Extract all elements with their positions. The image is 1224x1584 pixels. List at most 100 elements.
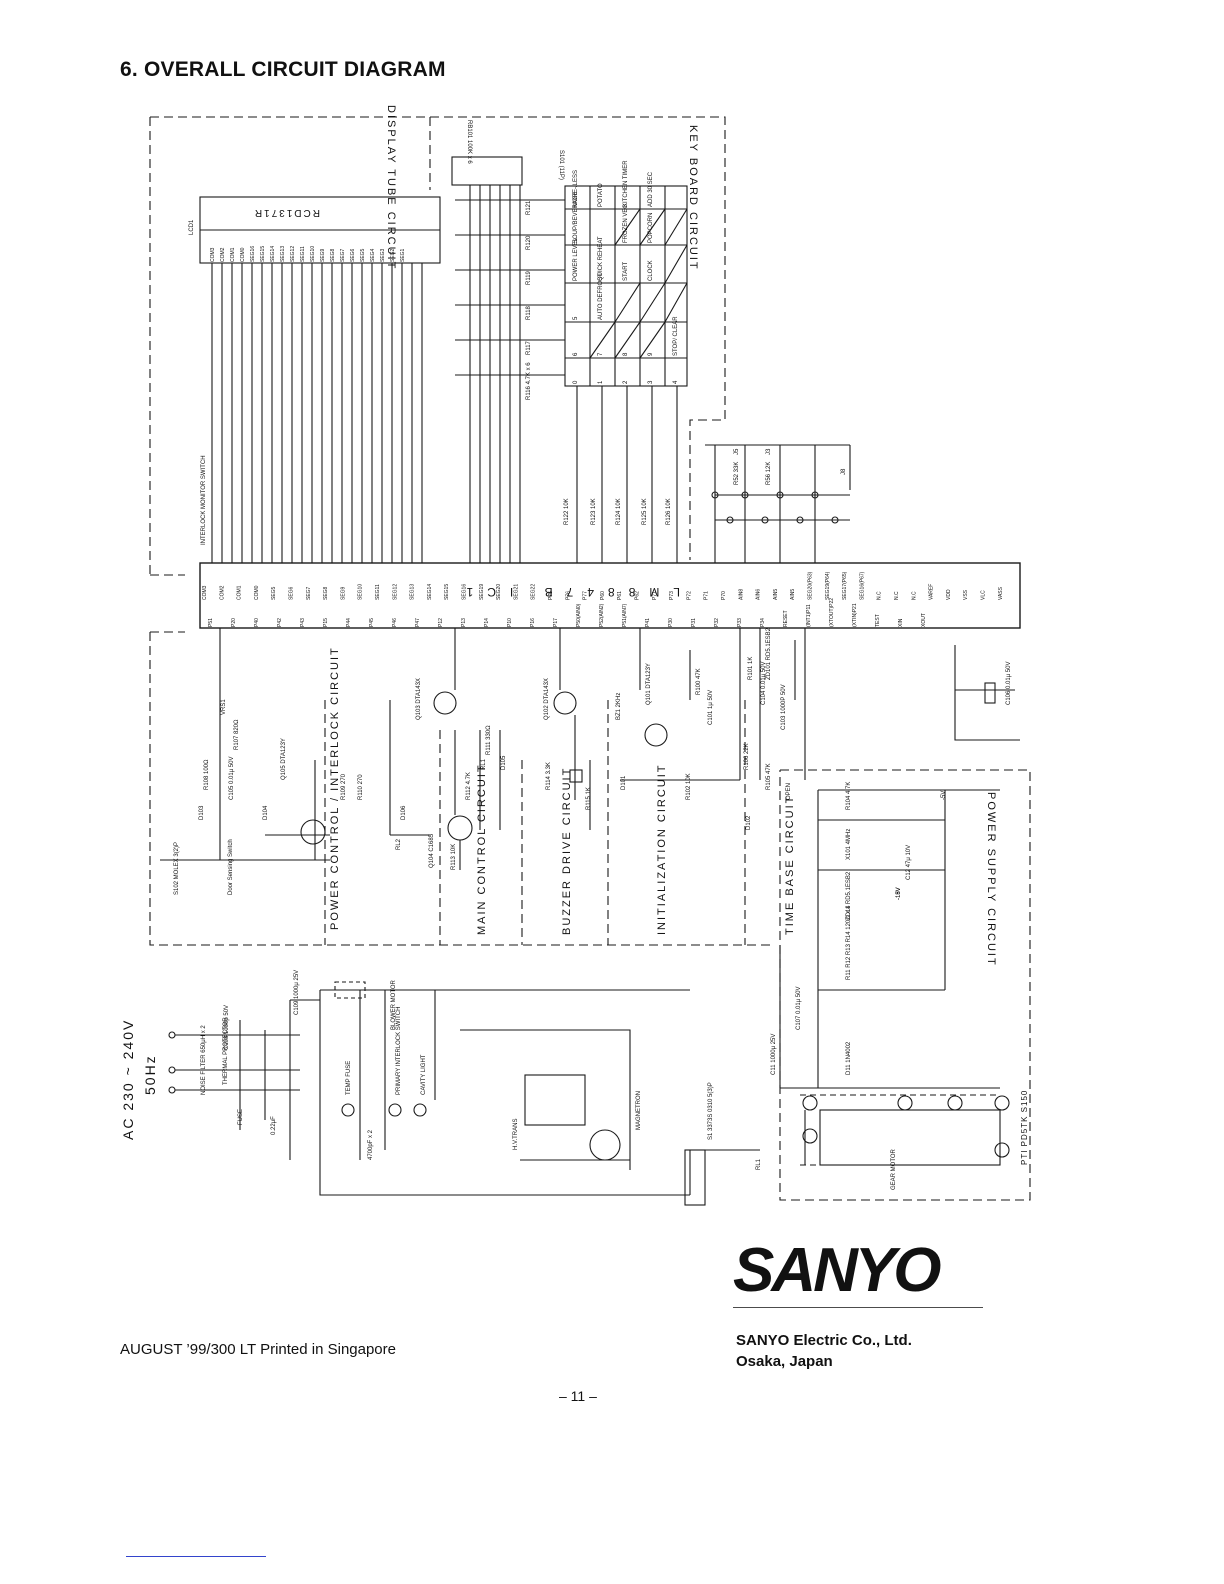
cavity-light [341, 1103, 355, 1117]
keyboard-block-border [430, 116, 726, 560]
ic-top-pin-label: AIN5 [790, 589, 796, 600]
ic-bottom-pin-label: P41 [645, 618, 651, 627]
ic-top-pin-label: SEG15 [444, 584, 450, 600]
ac-terminal-1 [168, 1031, 176, 1039]
key-label: 4 [673, 380, 679, 384]
resistor-label: R117 [526, 340, 532, 355]
ic-top-pin-label: AIN5 [773, 589, 779, 600]
ac-terminal-3 [168, 1086, 176, 1094]
label-power-control: POWER CONTROL / INTERLOCK CIRCUIT [329, 646, 341, 930]
q101-transistor [644, 723, 668, 747]
part-label: R109 270 [341, 773, 347, 800]
resistor-label: R52 33K [734, 462, 740, 485]
key-column-lines [576, 386, 678, 563]
key-label: CLOCK [648, 260, 654, 281]
ic-top-pin-label: P75 [548, 591, 554, 600]
key-label: QUICK REHEAT [598, 236, 604, 281]
ic-bottom-pin-label: P16 [530, 618, 536, 627]
ic-top-pin-label: COM0 [254, 585, 260, 600]
ic-bottom-pin-label: P30 [668, 618, 674, 627]
logo-text: SANYO [733, 1236, 941, 1305]
gear-motor [413, 1103, 427, 1117]
ic-top-pin-label: SEG11 [375, 584, 381, 600]
ic-top-pin-label: P70 [721, 591, 727, 600]
label-initialization: INITIALIZATION CIRCUIT [656, 763, 668, 935]
key-label: 5 [573, 316, 579, 320]
key-label: POTATO [598, 183, 604, 207]
resistor-label: R56 12K [766, 462, 772, 485]
segment-label: SEG2 [390, 248, 396, 262]
ic-top-pin-label: P62 [635, 591, 641, 600]
ic-bottom-pin-label: P43 [300, 618, 306, 627]
door-sensing-label: Door Sensing Switch [228, 839, 234, 895]
resistor-label: J8 [841, 468, 847, 475]
part-label: RL2 [396, 838, 402, 850]
part-label: C104 0.01μ 50V [761, 662, 767, 706]
buzzer-wiring [559, 628, 591, 830]
company-block: SANYO Electric Co., Ltd. Osaka, Japan [736, 1330, 912, 1372]
key-input-lines [469, 185, 521, 563]
resistor-label: R124 10K [616, 498, 622, 525]
segment-lines [211, 263, 423, 563]
part-label: TEMP FUSE [346, 1061, 352, 1095]
key-label: 1 [598, 380, 604, 384]
ic-top-pin-label: SEG22 [531, 584, 537, 600]
segment-label: SEG1 [400, 248, 406, 262]
segment-label: SEG8 [330, 248, 336, 262]
ic-bottom-pin-label: P33 [737, 618, 743, 627]
ic-bottom-pin-label: P45 [369, 618, 375, 627]
page-title: 6. OVERALL CIRCUIT DIAGRAM [120, 58, 446, 81]
ic-top-pin-label: SEG19 [479, 584, 485, 600]
connector-s1 [684, 1149, 706, 1206]
resistor-array-label: RB101 100K x 6 [466, 120, 472, 164]
keyboard-switch-label: S101 (11P) [558, 150, 564, 180]
part-label: R11 R12 R13 R14 120Ω x 4 [846, 905, 852, 980]
key-label: START [623, 262, 629, 281]
part-label: Q104 C1685 [429, 833, 435, 868]
part-label: -15V [896, 887, 902, 900]
part-label: C108 1000p 50V [224, 1005, 230, 1050]
ic-top-pin-label: AIN6 [756, 589, 762, 600]
ic-bottom-pin-label: P10 [507, 618, 513, 627]
part-label: R101 1K [748, 657, 754, 680]
part-label: 4700pF x 2 [368, 1129, 374, 1160]
label-ac-freq: 50Hz [142, 1054, 158, 1095]
key-label: MORE-/LESS [573, 170, 579, 207]
part-label: C103 1000P 50V [781, 684, 787, 730]
ic-bottom-pin-label: XOUT [921, 613, 927, 627]
company-city: Osaka, Japan [736, 1353, 833, 1370]
part-label: THERMAL PROTECTOR [223, 1017, 229, 1085]
keypad-matrix [564, 185, 688, 387]
resistor-array [451, 156, 523, 186]
transformer-pd5tk [819, 1109, 1001, 1166]
resistor-label: R122 10K [564, 498, 570, 525]
company-name: SANYO Electric Co., Ltd. [736, 1332, 912, 1349]
power-control-wiring [160, 628, 430, 861]
lower-blocks-border [149, 631, 770, 946]
part-label: C12 47μ 10V [906, 845, 912, 880]
resistor-label: R123 10K [591, 498, 597, 525]
key-label: KITCHEN TIMER [623, 160, 629, 207]
ic-top-pin-label: VSS [963, 589, 969, 600]
segment-label: SEG14 [270, 246, 276, 262]
ic-top-pin-label: P60 [600, 591, 606, 600]
part-label: Q103 DTA143X [416, 678, 422, 720]
ic-bottom-pin-label: P31 [691, 618, 697, 627]
ic-bottom-pin-label: P52(AIN2) [599, 603, 605, 627]
ic-top-pin-label: SEG20 [496, 584, 502, 600]
part-label: ZD101 RD5.1ESB2 [766, 627, 772, 680]
ic-bottom-pin-label: P32 [714, 618, 720, 627]
ic-bottom-pin-label: P51(AIN7) [622, 603, 628, 627]
key-label: POWER LEVEL [573, 237, 579, 281]
ic-top-pin-label: AIN8 [738, 589, 744, 600]
part-label: BZ1 2KHz [616, 693, 622, 720]
label-main-control: MAIN CONTROL CIRCUIT [476, 763, 488, 935]
part-label: X101 4MHz [846, 829, 852, 860]
part-label: ZD11 RD5.1ESB2 [846, 871, 852, 920]
ic-lm8847b [199, 562, 1021, 629]
block-dividers [324, 700, 746, 945]
label-display-tube: DISPLAY TUBE CIRCUIT [385, 105, 397, 270]
power-supply-border [779, 769, 1031, 1201]
